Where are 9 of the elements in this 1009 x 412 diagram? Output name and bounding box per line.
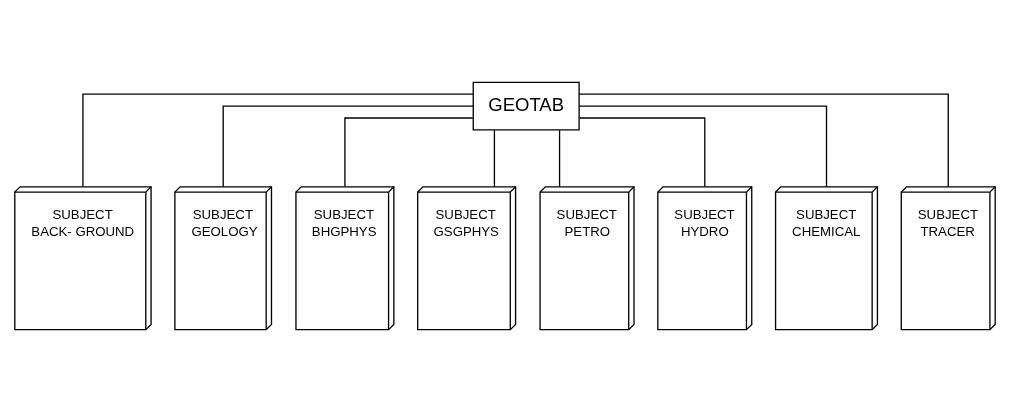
connector [578,93,949,188]
connector [81,93,474,188]
connector [222,105,474,188]
node-box: GEOTAB [472,81,580,131]
connector [558,129,560,188]
connector [578,117,705,188]
connector [343,117,473,188]
connector [493,129,495,188]
connector [578,105,827,188]
